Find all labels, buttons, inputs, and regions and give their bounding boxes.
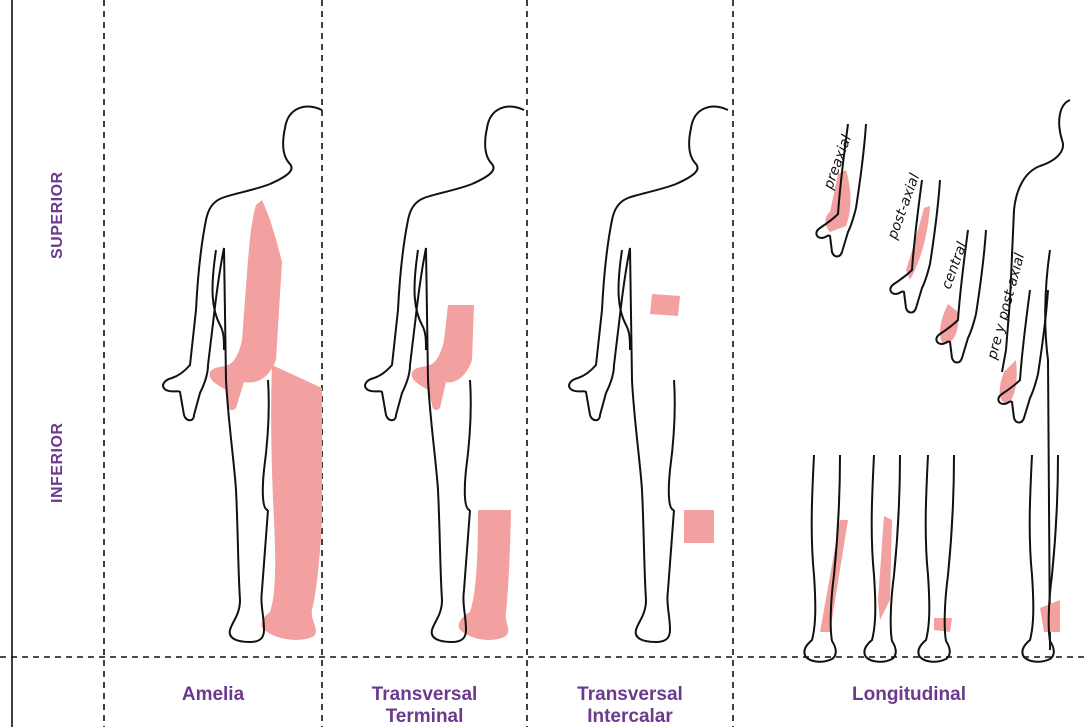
column-label-longitudinal: Longitudinal bbox=[733, 684, 1085, 706]
column-label-amelia: Amelia bbox=[104, 684, 322, 706]
row-label-inferior: INFERIOR bbox=[49, 423, 67, 503]
arm-label-central: central bbox=[939, 240, 971, 292]
figure-transversal-terminal bbox=[365, 107, 524, 642]
figure-transversal-intercalar bbox=[569, 107, 728, 642]
column-label-transversal-intercalar: Transversal Intercalar bbox=[527, 684, 733, 728]
arm-label-post-axial: post-axial bbox=[884, 171, 923, 242]
figure-longitudinal: preaxial post-axial central pre y post-a… bbox=[804, 100, 1070, 662]
figure-amelia bbox=[163, 107, 322, 642]
arm-label-preaxial: preaxial bbox=[820, 133, 855, 193]
column-label-transversal-terminal: Transversal Terminal bbox=[322, 684, 527, 728]
row-label-superior: SUPERIOR bbox=[49, 179, 67, 259]
